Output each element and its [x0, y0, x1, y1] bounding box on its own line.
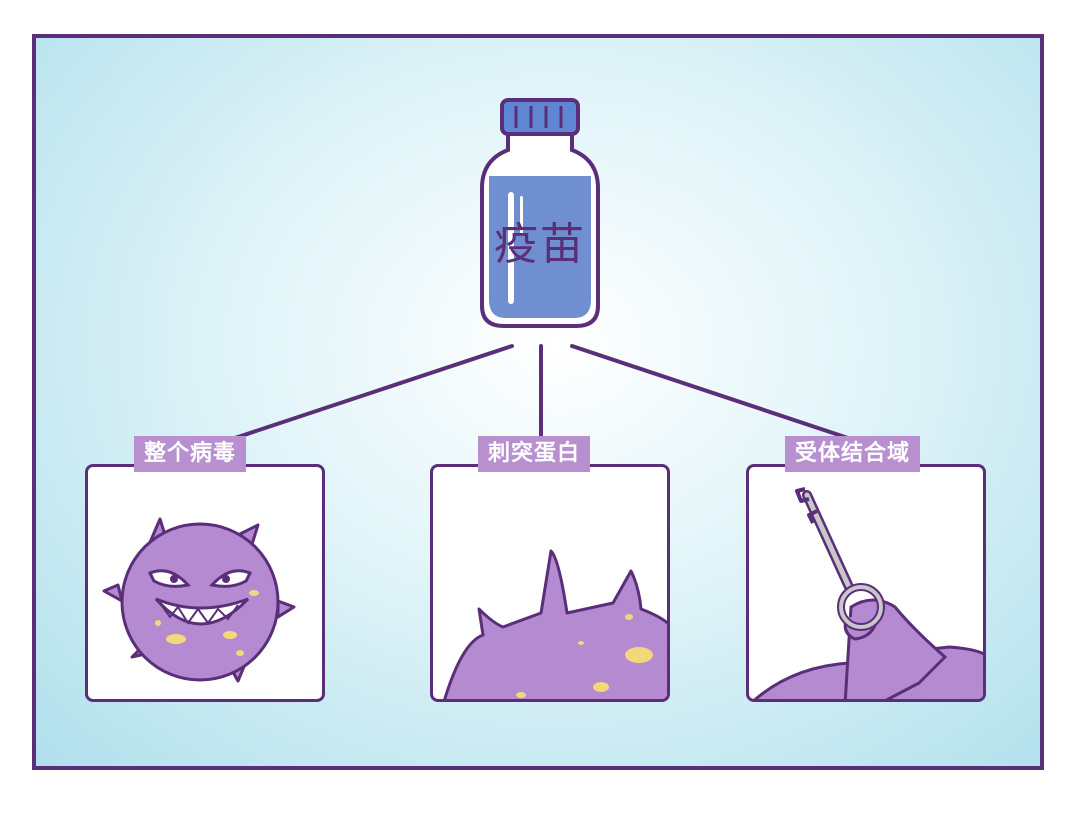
tag-whole-virus: 整个病毒: [134, 436, 247, 472]
tag-receptor-binding-domain: 受体结合域: [785, 436, 921, 472]
vaccine-label: 疫苗: [494, 219, 586, 270]
panel-whole-virus: [85, 464, 325, 702]
key-receptor-icon: [753, 487, 983, 699]
spike-protein-icon: [443, 549, 667, 699]
virus-icon: [102, 517, 296, 683]
panel-receptor-binding-domain: [746, 464, 986, 702]
panel-spike-protein: [430, 464, 670, 702]
tag-spike-protein: 刺突蛋白: [478, 436, 591, 472]
